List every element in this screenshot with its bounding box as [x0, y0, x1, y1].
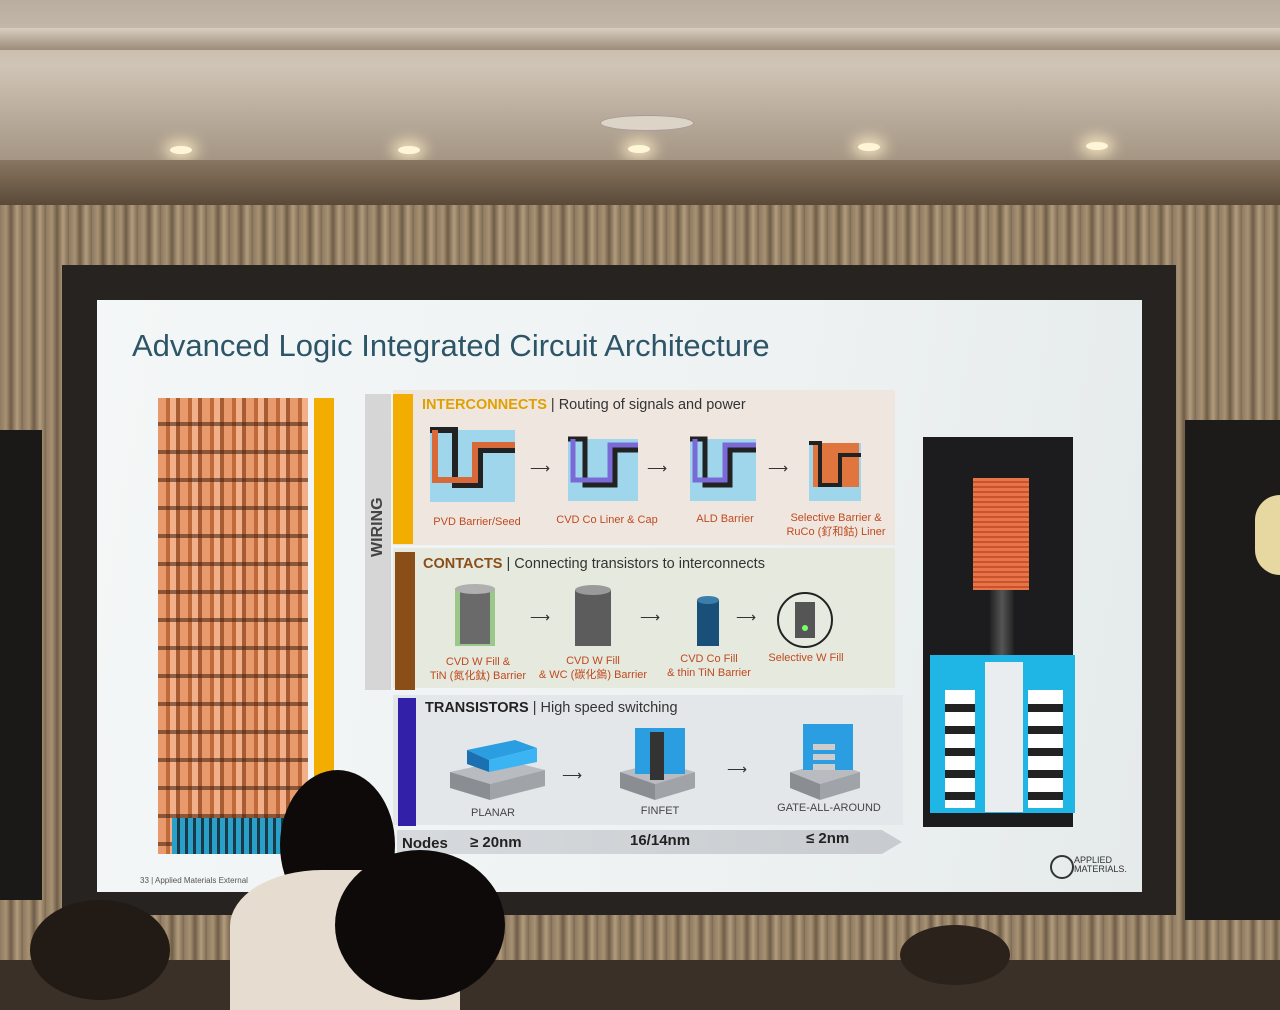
- contact-cylinder-2: [575, 585, 611, 646]
- wiring-label: WIRING: [369, 497, 386, 557]
- logo-line-1: APPLIED: [1074, 855, 1113, 865]
- interconnects-desc: | Routing of signals and power: [546, 397, 746, 413]
- contact-step-1: CVD W Fill &: [445, 656, 511, 668]
- transistors-desc: | High speed switching: [528, 700, 678, 716]
- contact-step-2b: & WC (碳化鎢) Barrier: [538, 669, 648, 681]
- finfet-diagram: [620, 728, 695, 800]
- ceiling-light: [628, 145, 650, 153]
- contact-step-1b: TiN (氮化鈦) Barrier: [429, 670, 527, 682]
- contact-cylinder-3: [697, 596, 719, 646]
- nodes-label: Nodes: [402, 835, 448, 852]
- interconnect-diagrams: ⟶ ⟶ ⟶: [430, 427, 861, 502]
- svg-text:⟶: ⟶: [530, 609, 550, 625]
- ald-diagram: [690, 436, 756, 501]
- ceiling-light: [858, 143, 880, 151]
- contacts-heading: CONTACTS: [423, 556, 503, 572]
- svg-text:⟶: ⟶: [727, 761, 747, 777]
- contact-diagrams: ⟶ ⟶ ⟶: [455, 584, 833, 648]
- ceiling-light: [170, 146, 192, 154]
- cross-section-fin: [945, 690, 975, 808]
- transistors-bar: [398, 698, 416, 826]
- applied-materials-logo-icon: [1050, 855, 1074, 879]
- svg-text:⟶: ⟶: [768, 460, 788, 476]
- interconnects-heading: INTERCONNECTS: [422, 397, 547, 413]
- transistor-diagrams: ⟶ ⟶: [450, 724, 860, 800]
- transistor-step-finfet: FINFET: [640, 805, 680, 817]
- contact-selective-w: [777, 592, 833, 648]
- audience-head: [30, 900, 170, 1000]
- contact-cylinder-1: [455, 584, 495, 646]
- svg-text:⟶: ⟶: [647, 460, 667, 476]
- contact-step-3: CVD Co Fill: [680, 653, 738, 665]
- slide-footer: 33 | Applied Materials External: [140, 876, 248, 885]
- transistors-heading-row: TRANSISTORS | High speed switching: [425, 700, 678, 716]
- transistors-heading: TRANSISTORS: [425, 700, 529, 716]
- chip-stack-illustration: [158, 398, 308, 854]
- interconnect-step-4b: RuCo (釕和鈷) Liner: [786, 526, 886, 538]
- cross-section-copper: [973, 478, 1029, 590]
- contacts-heading-row: CONTACTS | Connecting transistors to int…: [423, 556, 765, 572]
- nodes-bar: [397, 830, 902, 854]
- transistor-step-planar: PLANAR: [470, 807, 516, 819]
- contacts-desc: | Connecting transistors to interconnect…: [502, 556, 765, 572]
- cross-section-fin: [1028, 690, 1063, 808]
- transistor-step-gaa: GATE-ALL-AROUND: [777, 802, 881, 814]
- wall-trim: [0, 160, 1280, 205]
- interconnect-step-1: PVD Barrier/Seed: [433, 516, 521, 528]
- pvd-diagram: [430, 427, 515, 502]
- gaa-diagram: [790, 724, 860, 800]
- slide-title: Advanced Logic Integrated Circuit Archit…: [132, 328, 770, 363]
- interconnect-step-4: Selective Barrier &: [790, 512, 882, 524]
- ceiling-beam: [0, 28, 1280, 50]
- svg-text:⟶: ⟶: [736, 609, 756, 625]
- ceiling-light: [1086, 142, 1108, 150]
- side-banner-left: [0, 430, 42, 900]
- contact-step-3b: & thin TiN Barrier: [667, 667, 751, 679]
- svg-text:⟶: ⟶: [640, 609, 660, 625]
- applied-materials-logo-text: APPLIED MATERIALS.: [1074, 856, 1127, 874]
- audience-head: [335, 850, 505, 1000]
- banner-logo: [1255, 495, 1280, 575]
- ceiling: [0, 0, 1280, 165]
- interconnect-step-3: ALD Barrier: [696, 513, 754, 525]
- ceiling-vent: [600, 115, 694, 131]
- planar-diagram: [450, 740, 545, 800]
- interconnects-bar: [393, 394, 413, 544]
- svg-text:⟶: ⟶: [530, 460, 550, 476]
- chip-stack-base: [172, 818, 292, 854]
- ceiling-light: [398, 146, 420, 154]
- wiring-band: [365, 394, 391, 690]
- node-value-1: ≥ 20nm: [470, 834, 522, 851]
- contact-step-4: Selective W Fill: [768, 652, 844, 664]
- node-value-3: ≤ 2nm: [806, 830, 850, 847]
- logo-line-2: MATERIALS.: [1074, 864, 1127, 874]
- contacts-bar: [395, 552, 415, 690]
- audience-head: [900, 925, 1010, 985]
- selective-barrier-diagram: [809, 441, 861, 501]
- wiring-indicator-bar: [314, 398, 334, 850]
- cross-section-gate: [985, 662, 1023, 812]
- side-banner-right: [1185, 420, 1280, 920]
- node-value-2: 16/14nm: [630, 832, 691, 849]
- interconnect-step-2: CVD Co Liner & Cap: [556, 514, 658, 526]
- svg-text:⟶: ⟶: [562, 767, 582, 783]
- contact-step-2: CVD W Fill: [566, 655, 620, 667]
- cross-section-via: [990, 590, 1014, 655]
- interconnects-heading-row: INTERCONNECTS | Routing of signals and p…: [422, 397, 746, 413]
- cvd-co-diagram: [568, 436, 638, 501]
